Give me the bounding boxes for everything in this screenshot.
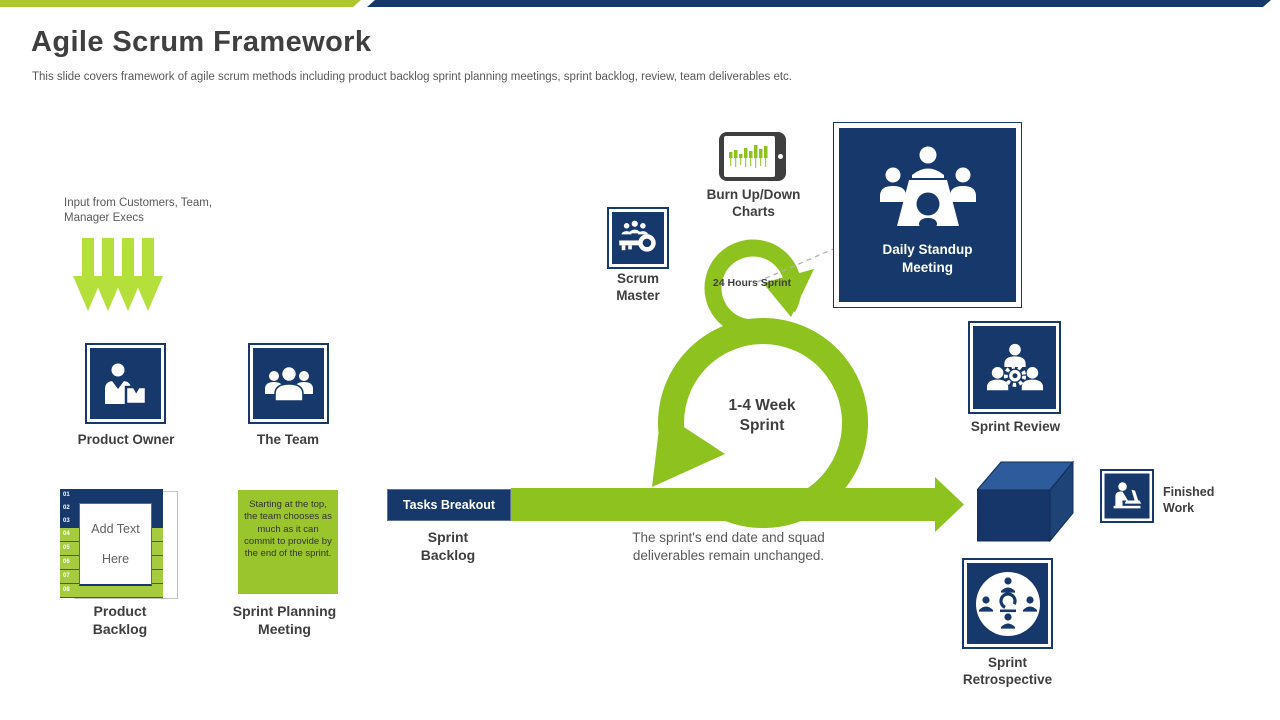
daily-cycle-label: 24 Hours Sprint bbox=[712, 277, 792, 289]
backlog-row-num: 03 bbox=[63, 518, 70, 524]
input-arrows bbox=[73, 238, 163, 311]
page-subtitle: This slide covers framework of agile scr… bbox=[32, 71, 792, 83]
down-arrow-icon bbox=[73, 238, 103, 311]
down-arrow-icon bbox=[133, 238, 163, 311]
deliverable-cube bbox=[977, 461, 1074, 542]
scrum-master-label: Scrum Master bbox=[616, 271, 660, 303]
tablet-camera-dot bbox=[778, 154, 783, 159]
backlog-row-num: 07 bbox=[63, 573, 70, 579]
burn-chart-icon bbox=[724, 136, 775, 177]
sprint-planning-note-box: Starting at the top, the team chooses as… bbox=[238, 490, 338, 594]
backlog-row-num: 02 bbox=[63, 505, 70, 511]
add-text-placeholder[interactable]: Add Text Here bbox=[79, 503, 152, 586]
input-sources-note: Input from Customers, Team, Manager Exec… bbox=[64, 197, 213, 224]
backlog-row: 01 bbox=[60, 489, 163, 502]
sprint-end-note: The sprint's end date and squad delivera… bbox=[632, 530, 825, 564]
backlog-row-num: 05 bbox=[63, 545, 70, 551]
finished-work-label: Finished Work bbox=[1163, 485, 1215, 515]
sprint-retrospective-icon bbox=[975, 571, 1040, 636]
daily-standup-box: Daily Standup Meeting bbox=[833, 122, 1022, 308]
team-icon bbox=[264, 365, 313, 402]
backlog-row-num: 01 bbox=[63, 492, 70, 498]
sprint-retrospective-box bbox=[962, 558, 1053, 649]
page-title: Agile Scrum Framework bbox=[31, 26, 372, 58]
daily-standup-inner: Daily Standup Meeting bbox=[839, 128, 1016, 302]
daily-standup-label: Daily Standup Meeting bbox=[882, 242, 973, 275]
scrum-master-box bbox=[607, 207, 669, 269]
top-accent-bar-navy bbox=[367, 0, 1271, 7]
backlog-row: 08 bbox=[60, 584, 163, 598]
team-label: The Team bbox=[256, 432, 319, 447]
backlog-row-num: 08 bbox=[63, 587, 70, 593]
burn-charts-label: Burn Up/Down Charts bbox=[706, 187, 801, 219]
finished-work-box bbox=[1100, 469, 1154, 523]
product-backlog-label: Product Backlog bbox=[92, 603, 148, 637]
product-owner-label: Product Owner bbox=[77, 432, 175, 447]
sprint-backlog-label: Sprint Backlog bbox=[420, 529, 476, 563]
finished-work-icon bbox=[1113, 482, 1142, 509]
sprint-review-icon bbox=[986, 343, 1043, 390]
backlog-row-num: 06 bbox=[63, 559, 70, 565]
down-arrow-icon bbox=[113, 238, 143, 311]
team-box bbox=[248, 343, 329, 424]
standup-meeting-icon bbox=[879, 146, 976, 230]
burn-charts-device bbox=[719, 132, 786, 181]
down-arrow-icon bbox=[93, 238, 123, 311]
sprint-planning-label: Sprint Planning Meeting bbox=[232, 603, 337, 637]
sprint-retrospective-label: Sprint Retrospective bbox=[962, 655, 1053, 687]
backlog-row-num: 04 bbox=[63, 531, 70, 537]
product-owner-icon bbox=[104, 363, 147, 405]
top-accent-bar-green bbox=[0, 0, 361, 7]
main-process-arrow bbox=[511, 477, 964, 532]
sprint-review-label: Sprint Review bbox=[970, 419, 1061, 434]
scrum-master-icon bbox=[619, 220, 656, 252]
tasks-breakout-box: Tasks Breakout bbox=[387, 489, 511, 521]
product-owner-box bbox=[85, 343, 166, 424]
weekly-cycle-label: 1-4 Week Sprint bbox=[728, 397, 796, 435]
sprint-review-box bbox=[968, 321, 1061, 414]
